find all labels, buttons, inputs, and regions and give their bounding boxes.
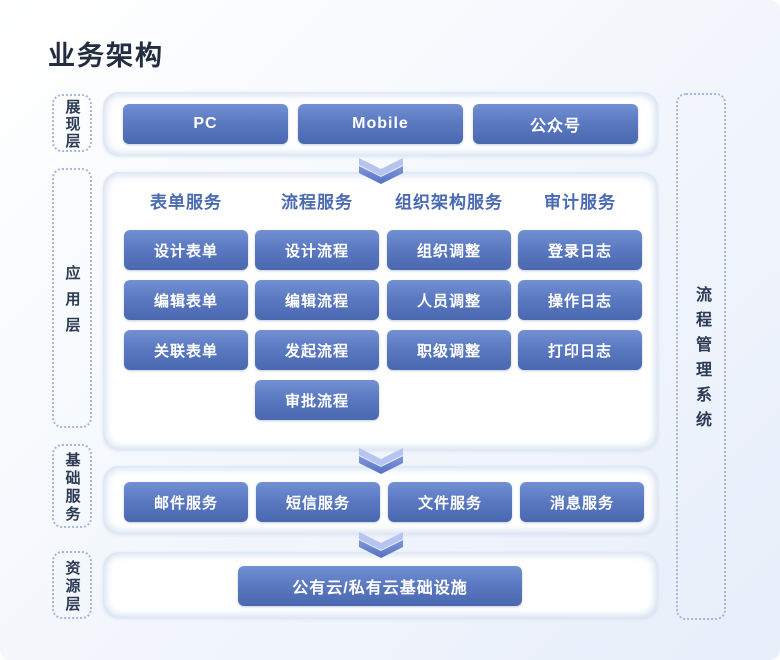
- arrow-down-icon: [359, 448, 403, 474]
- block-pc[interactable]: PC: [123, 104, 288, 144]
- layer-label-text: 基础服务: [63, 451, 81, 524]
- column-header: 流程服务: [281, 193, 353, 212]
- block-edit-process[interactable]: 编辑流程: [255, 280, 379, 320]
- block-mail-service[interactable]: 邮件服务: [124, 482, 248, 522]
- block-personnel-adjust[interactable]: 人员调整: [387, 280, 511, 320]
- system-label-process-management: 流程管理系统: [676, 93, 726, 620]
- arrow-down-icon: [359, 532, 403, 558]
- arrow-down-icon: [359, 158, 403, 184]
- block-operation-log[interactable]: 操作日志: [518, 280, 642, 320]
- block-design-process[interactable]: 设计流程: [255, 230, 379, 270]
- layer-label-text: 应用层: [63, 264, 81, 343]
- layer-label-presentation: 展现层: [52, 94, 92, 152]
- layer-label-text: 展现层: [63, 98, 81, 150]
- panel-application-layer: 表单服务 设计表单 编辑表单 关联表单 流程服务 设计流程 编辑流程 发起流程 …: [103, 172, 658, 450]
- block-file-service[interactable]: 文件服务: [388, 482, 512, 522]
- block-link-form[interactable]: 关联表单: [124, 330, 248, 370]
- block-rank-adjust[interactable]: 职级调整: [387, 330, 511, 370]
- block-print-log[interactable]: 打印日志: [518, 330, 642, 370]
- column-form-service: 表单服务 设计表单 编辑表单 关联表单: [124, 188, 248, 380]
- layer-label-text: 资源层: [63, 559, 81, 614]
- panel-presentation-layer: PC Mobile 公众号: [103, 92, 658, 156]
- block-approve-process[interactable]: 审批流程: [255, 380, 379, 420]
- system-label-text: 流程管理系统: [693, 286, 710, 436]
- column-header: 组织架构服务: [395, 193, 503, 212]
- column-org-structure-service: 组织架构服务 组织调整 人员调整 职级调整: [387, 188, 511, 380]
- block-official-account[interactable]: 公众号: [473, 104, 638, 144]
- block-mobile[interactable]: Mobile: [298, 104, 463, 144]
- page-title: 业务架构: [48, 41, 164, 71]
- block-edit-form[interactable]: 编辑表单: [124, 280, 248, 320]
- column-header: 表单服务: [150, 193, 222, 212]
- column-process-service: 流程服务 设计流程 编辑流程 发起流程 审批流程: [255, 188, 379, 430]
- block-message-service[interactable]: 消息服务: [520, 482, 644, 522]
- panel-basic-services-layer: 邮件服务 短信服务 文件服务 消息服务: [103, 466, 658, 534]
- block-login-log[interactable]: 登录日志: [518, 230, 642, 270]
- block-cloud-infrastructure[interactable]: 公有云/私有云基础设施: [238, 566, 522, 606]
- panel-resource-layer: 公有云/私有云基础设施: [103, 552, 658, 618]
- layer-label-basic-services: 基础服务: [52, 444, 92, 528]
- block-start-process[interactable]: 发起流程: [255, 330, 379, 370]
- block-sms-service[interactable]: 短信服务: [256, 482, 380, 522]
- layer-label-resource: 资源层: [52, 551, 92, 619]
- block-org-adjust[interactable]: 组织调整: [387, 230, 511, 270]
- block-design-form[interactable]: 设计表单: [124, 230, 248, 270]
- column-audit-service: 审计服务 登录日志 操作日志 打印日志: [518, 188, 642, 380]
- column-header: 审计服务: [544, 193, 616, 212]
- layer-label-application: 应用层: [52, 168, 92, 428]
